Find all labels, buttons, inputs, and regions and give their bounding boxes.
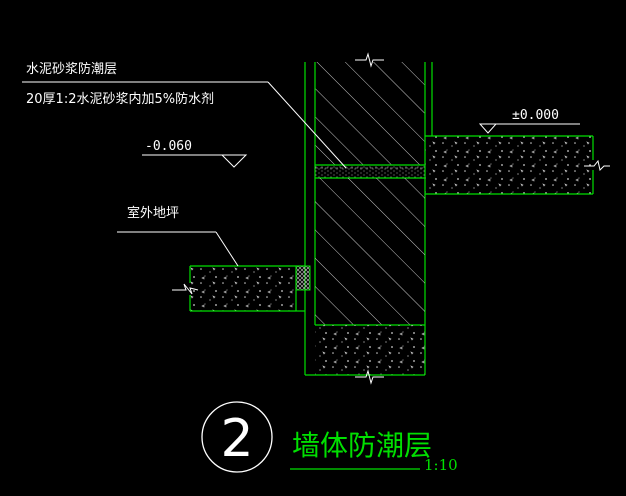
outdoor-ground-leader xyxy=(215,231,239,267)
elevation-indoor-label: ±0.000 xyxy=(512,108,559,123)
indoor-floor-slab xyxy=(425,135,610,195)
break-mark-bottom xyxy=(355,369,384,385)
detail-scale: 1:10 xyxy=(424,456,458,474)
damp-course-title: 水泥砂浆防潮层 xyxy=(26,61,117,77)
detail-number-circle xyxy=(201,401,273,473)
damp-course-note: 水泥砂浆防潮层 20厚1:2水泥砂浆内加5%防水剂 xyxy=(22,61,347,169)
title-block: 2 墙体防潮层 1:10 xyxy=(201,401,458,474)
detail-title: 墙体防潮层 xyxy=(292,429,432,462)
detail-number: 2 xyxy=(220,409,253,469)
break-mark-top xyxy=(355,52,384,68)
damp-course-leader xyxy=(267,81,347,169)
outdoor-ground-label: 室外地坪 xyxy=(127,205,179,221)
outdoor-ground-slab xyxy=(172,265,305,312)
elevation-marker-damp-course: -0.060 xyxy=(142,139,248,168)
damp-proof-course xyxy=(315,164,425,179)
elevation-marker-indoor: ±0.000 xyxy=(478,108,580,134)
joint-filler xyxy=(295,265,311,291)
outdoor-ground-note: 室外地坪 xyxy=(117,205,239,267)
damp-course-spec: 20厚1:2水泥砂浆内加5%防水剂 xyxy=(26,91,214,107)
wall-lower xyxy=(315,178,425,326)
elevation-damp-label: -0.060 xyxy=(145,139,192,154)
foundation xyxy=(305,325,425,376)
